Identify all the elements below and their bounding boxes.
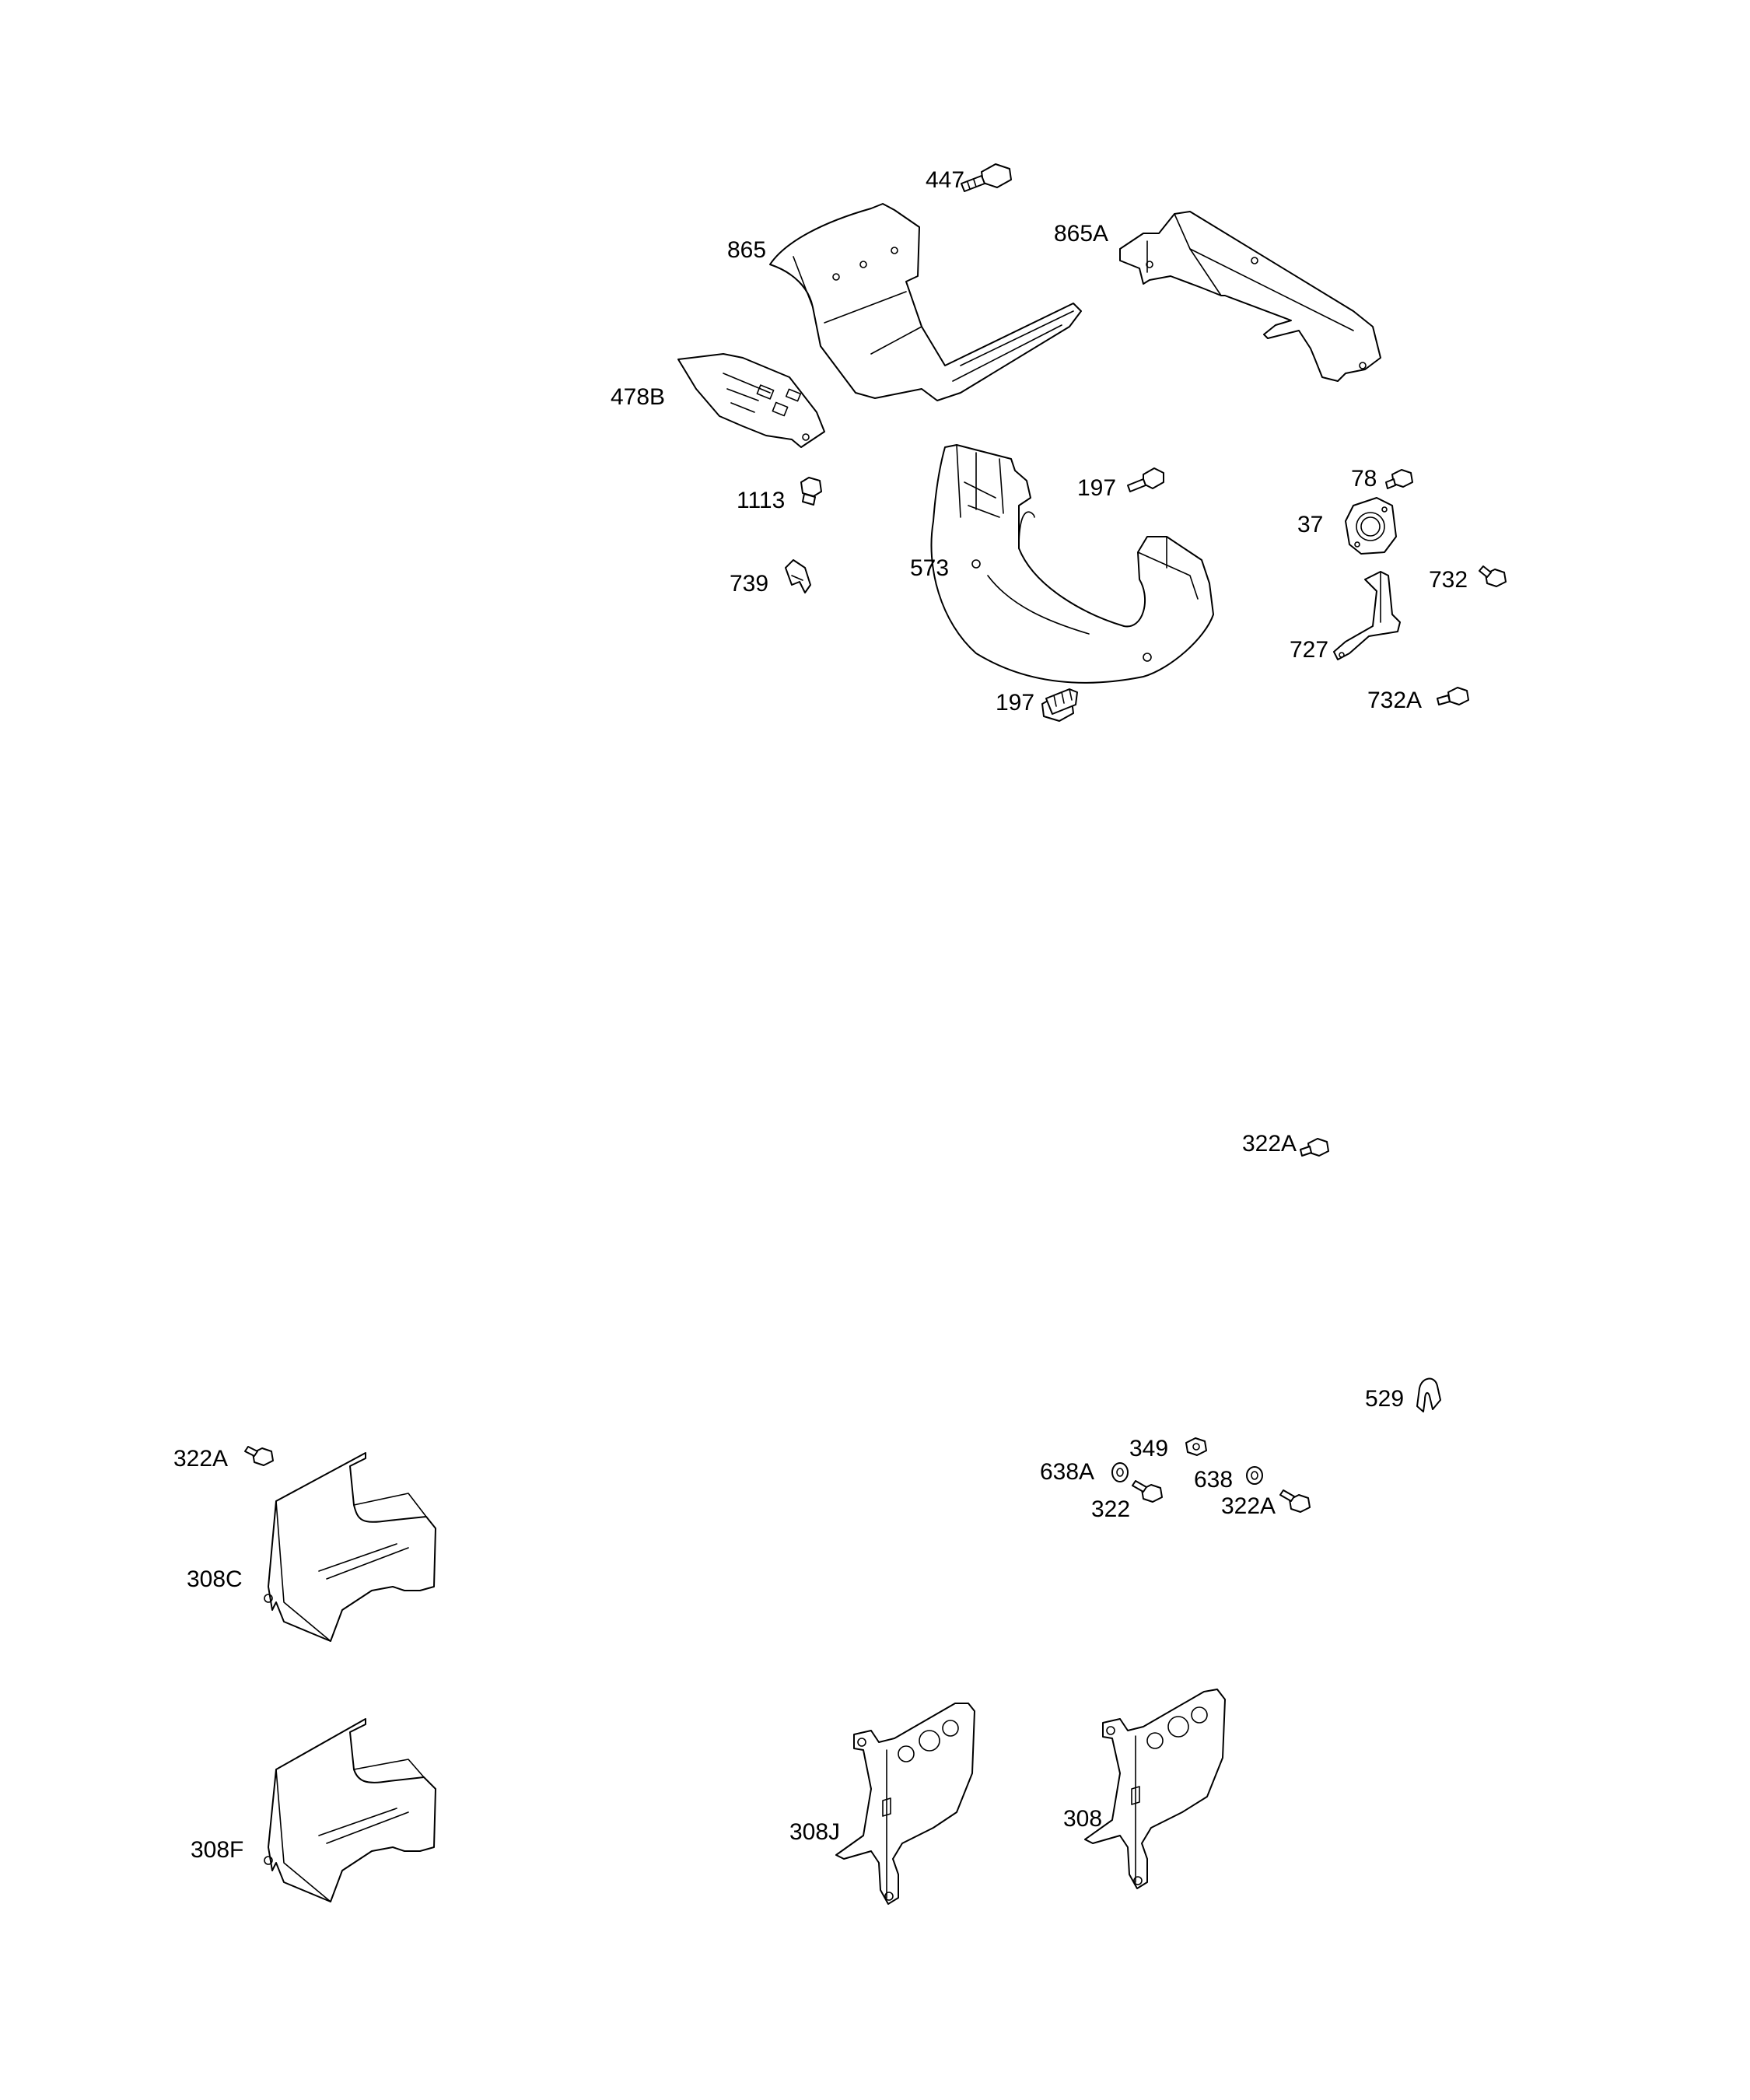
part-1113-fastener[interactable] (800, 477, 822, 506)
part-322A-screw-right[interactable] (1279, 1489, 1311, 1513)
label-322: 322 (1091, 1496, 1130, 1522)
part-308-shield[interactable] (1084, 1689, 1226, 1889)
label-732A: 732A (1367, 688, 1422, 713)
label-727: 727 (1290, 637, 1328, 663)
part-308J-shield[interactable] (835, 1703, 975, 1905)
part-865A-bracket[interactable] (1119, 211, 1381, 382)
part-573-housing[interactable] (930, 444, 1214, 684)
label-573: 573 (910, 555, 949, 581)
part-638A-washer[interactable] (1111, 1462, 1129, 1482)
part-732A-screw[interactable] (1437, 687, 1469, 705)
label-308C: 308C (187, 1566, 243, 1592)
label-732: 732 (1429, 567, 1468, 593)
part-349-nut[interactable] (1185, 1437, 1207, 1456)
part-322A-screw-left[interactable] (244, 1446, 274, 1466)
part-197-screw-top[interactable] (1127, 467, 1164, 492)
part-322-screw[interactable] (1132, 1480, 1163, 1503)
part-308C-shroud[interactable] (264, 1452, 436, 1642)
part-308F-shroud[interactable] (264, 1718, 436, 1902)
part-447-bolt[interactable] (961, 163, 1012, 192)
part-78-screw[interactable] (1385, 469, 1413, 489)
part-638-washer[interactable] (1246, 1466, 1263, 1485)
part-322A-screw-mid[interactable] (1300, 1138, 1329, 1157)
label-739: 739 (730, 571, 768, 597)
label-78: 78 (1351, 466, 1377, 492)
label-1113: 1113 (737, 488, 785, 513)
label-529: 529 (1365, 1386, 1404, 1412)
label-308F: 308F (191, 1837, 243, 1863)
label-197-bottom: 197 (996, 690, 1034, 716)
part-197-bolt-bottom[interactable] (1041, 688, 1078, 722)
part-739-clip[interactable] (785, 559, 811, 593)
label-37: 37 (1297, 512, 1323, 537)
part-37-plate[interactable] (1345, 497, 1397, 555)
part-732-screw[interactable] (1479, 565, 1507, 587)
label-478B: 478B (611, 384, 665, 410)
label-865A: 865A (1054, 221, 1108, 247)
label-322A-left: 322A (173, 1446, 228, 1472)
label-322A-mid: 322A (1242, 1131, 1297, 1157)
label-197-top: 197 (1077, 475, 1116, 501)
label-322A-right: 322A (1221, 1493, 1276, 1519)
label-308J: 308J (789, 1819, 840, 1845)
label-349: 349 (1129, 1436, 1168, 1461)
label-638A: 638A (1040, 1459, 1094, 1485)
label-308: 308 (1063, 1806, 1102, 1832)
part-865-shroud[interactable] (769, 203, 1082, 401)
part-529-clip[interactable] (1416, 1377, 1441, 1412)
part-727-bracket[interactable] (1333, 571, 1401, 660)
part-478B-plate[interactable] (677, 353, 825, 448)
label-638: 638 (1194, 1467, 1233, 1493)
label-865: 865 (727, 237, 766, 263)
label-447: 447 (926, 167, 964, 193)
